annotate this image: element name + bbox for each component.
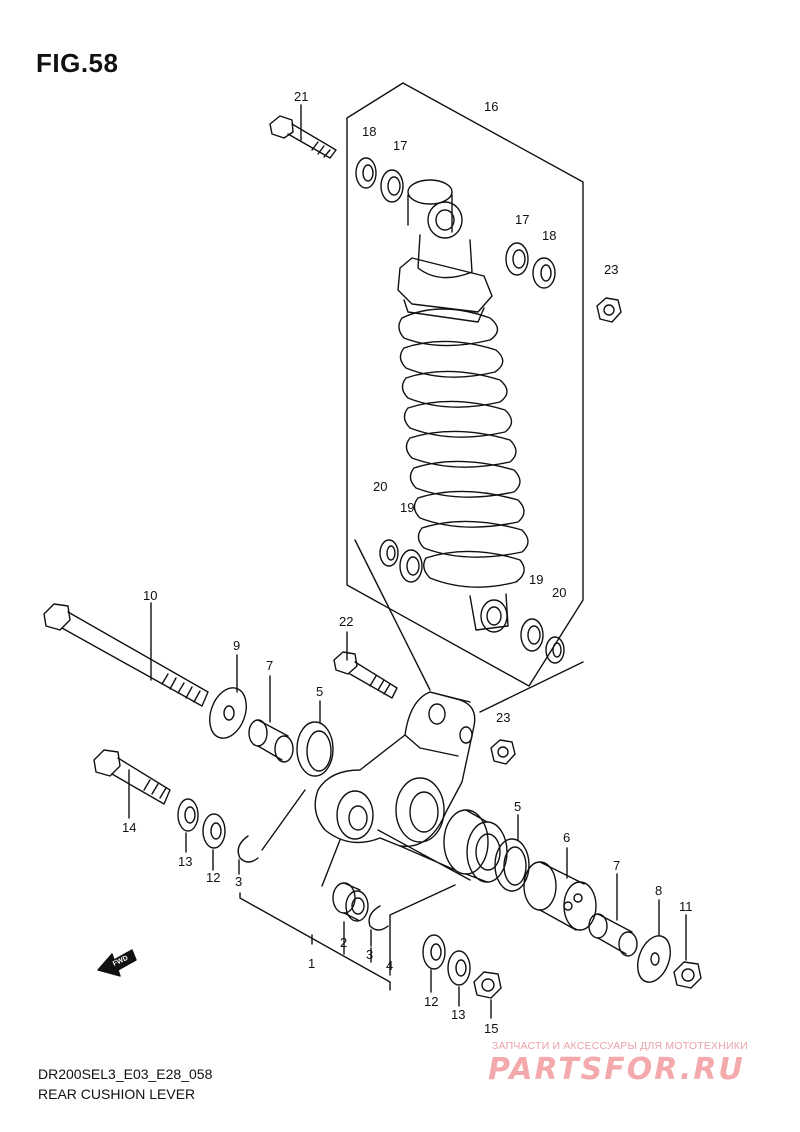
callout-18: 18 bbox=[362, 124, 376, 139]
callout-23: 23 bbox=[496, 710, 510, 725]
callout-5: 5 bbox=[514, 799, 521, 814]
washer-12-left bbox=[202, 813, 226, 849]
callout-20: 20 bbox=[552, 585, 566, 600]
callout-8: 8 bbox=[655, 883, 662, 898]
seal-13-left bbox=[177, 798, 199, 832]
group-bracket-1-4 bbox=[239, 884, 456, 991]
callout-11: 11 bbox=[679, 899, 693, 914]
callout-14: 14 bbox=[122, 820, 136, 835]
callout-4: 4 bbox=[386, 958, 393, 973]
snap-ring-3-right bbox=[368, 905, 389, 931]
callout-16: 16 bbox=[484, 99, 498, 114]
nut-23-top bbox=[596, 297, 622, 323]
bushing-19-left bbox=[399, 549, 423, 583]
callout-7: 7 bbox=[266, 658, 273, 673]
seal-20-left bbox=[379, 539, 399, 567]
callout-19: 19 bbox=[400, 500, 414, 515]
lever-leader-lines bbox=[261, 789, 471, 887]
snap-ring-3-left bbox=[237, 835, 259, 863]
bolt-22 bbox=[333, 651, 398, 699]
callout-6: 6 bbox=[563, 830, 570, 845]
seal-13-lower bbox=[447, 950, 471, 986]
bolt-14 bbox=[93, 749, 171, 805]
callout-3: 3 bbox=[235, 874, 242, 889]
collar-7-left bbox=[248, 719, 294, 763]
callout-17: 17 bbox=[515, 212, 529, 227]
nut-23-lower bbox=[490, 739, 516, 765]
bearing-5-left bbox=[296, 721, 334, 777]
callout-13: 13 bbox=[451, 1007, 465, 1022]
seal-20-right bbox=[545, 636, 565, 664]
fwd-arrow-icon bbox=[97, 949, 137, 977]
bearing-5-right bbox=[494, 838, 530, 892]
bolt-10 bbox=[43, 603, 209, 707]
nut-15 bbox=[473, 971, 502, 999]
nut-11 bbox=[673, 961, 702, 989]
collar-7-right bbox=[588, 913, 638, 957]
callout-7: 7 bbox=[613, 858, 620, 873]
callout-21: 21 bbox=[294, 89, 308, 104]
callout-5: 5 bbox=[316, 684, 323, 699]
callout-15: 15 bbox=[484, 1021, 498, 1036]
diagram-caption: REAR CUSHION LEVER bbox=[38, 1086, 196, 1102]
callout-22: 22 bbox=[339, 614, 353, 629]
bushing-17-top bbox=[380, 169, 404, 203]
callout-19: 19 bbox=[529, 572, 543, 587]
bolt-21 bbox=[269, 115, 337, 159]
cushion-lever bbox=[314, 691, 476, 848]
frame-leader-lines bbox=[354, 539, 584, 713]
model-code: DR200SEL3_E03_E28_058 bbox=[38, 1066, 213, 1082]
shock-assembly-frame bbox=[346, 82, 584, 687]
washer-8 bbox=[636, 935, 672, 983]
bushing-2 bbox=[332, 882, 369, 922]
callout-12: 12 bbox=[206, 870, 220, 885]
callout-20: 20 bbox=[373, 479, 387, 494]
callout-9: 9 bbox=[233, 638, 240, 653]
washer-9 bbox=[209, 687, 247, 739]
callout-17: 17 bbox=[393, 138, 407, 153]
callout-1: 1 bbox=[308, 956, 315, 971]
watermark-tagline: ЗАПЧАСТИ И АКСЕССУАРЫ ДЛЯ МОТОТЕХНИКИ bbox=[492, 1040, 748, 1052]
shock-bottom-eye bbox=[469, 593, 509, 633]
callout-12: 12 bbox=[424, 994, 438, 1009]
washer-12-lower bbox=[422, 934, 446, 970]
callout-2: 2 bbox=[340, 935, 347, 950]
bushing-19-right bbox=[520, 618, 544, 652]
callout-3: 3 bbox=[366, 947, 373, 962]
callout-13: 13 bbox=[178, 854, 192, 869]
bearing-4 bbox=[443, 809, 508, 883]
callout-10: 10 bbox=[143, 588, 157, 603]
callout-18: 18 bbox=[542, 228, 556, 243]
collar-6 bbox=[523, 861, 597, 931]
seal-18-top bbox=[355, 157, 377, 189]
coil-spring bbox=[398, 308, 529, 588]
watermark-logo: PARTSFOR.RU bbox=[488, 1052, 745, 1087]
callout-labels: 21 16 18 17 17 18 23 20 19 19 20 10 22 9… bbox=[122, 89, 693, 1036]
figure-title: FIG.58 bbox=[36, 48, 119, 78]
bushing-17-right bbox=[505, 242, 529, 276]
callout-23: 23 bbox=[604, 262, 618, 277]
seal-18-right bbox=[532, 257, 556, 289]
shock-absorber-body bbox=[397, 179, 493, 323]
